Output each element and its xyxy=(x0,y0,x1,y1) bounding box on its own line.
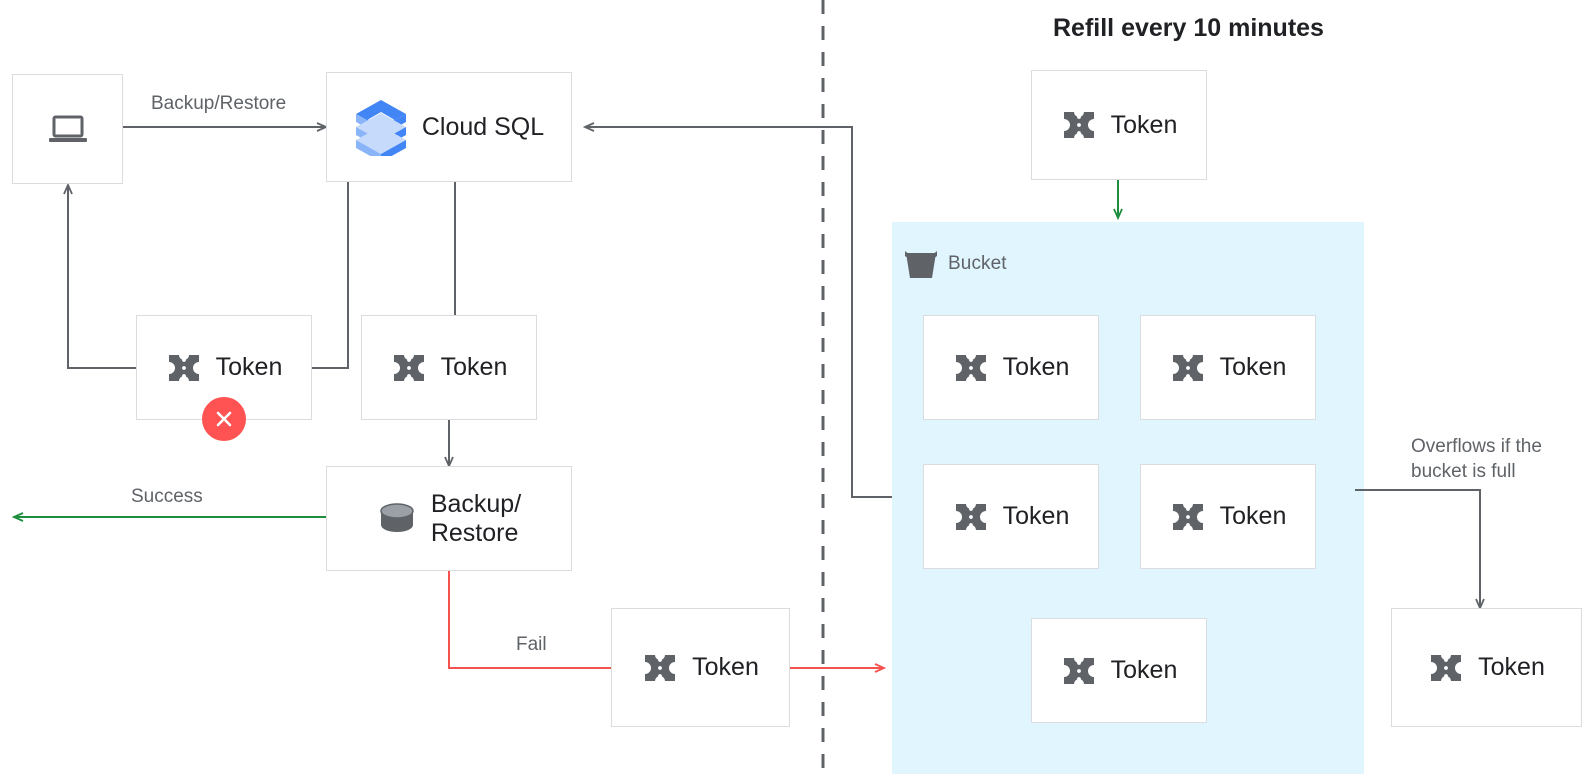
token-icon xyxy=(642,652,678,684)
node-token-failed[interactable]: Token xyxy=(611,608,790,727)
bucket-label: Bucket xyxy=(948,253,1007,274)
node-token-refill[interactable]: Token xyxy=(1031,70,1207,180)
token-icon xyxy=(953,352,989,384)
bucket-token-3[interactable]: Token xyxy=(923,464,1099,569)
node-client[interactable] xyxy=(12,74,123,184)
token-icon xyxy=(1061,655,1097,687)
error-x-icon xyxy=(202,397,246,441)
bucket-header: Bucket xyxy=(903,248,1007,280)
node-token-overflow-label: Token xyxy=(1478,653,1545,682)
node-backup-restore-label: Backup/ Restore xyxy=(430,489,522,547)
token-icon xyxy=(391,352,427,384)
node-cloud-sql[interactable]: Cloud SQL xyxy=(326,72,572,182)
node-token-overflow[interactable]: Token xyxy=(1391,608,1582,727)
node-cloud-sql-label: Cloud SQL xyxy=(421,112,545,141)
bucket-token-5-label: Token xyxy=(1110,656,1178,685)
token-icon xyxy=(953,501,989,533)
node-token-rejected-label: Token xyxy=(215,353,283,382)
database-icon xyxy=(377,502,417,536)
edge-label-fail: Fail xyxy=(516,634,547,655)
node-token-refill-label: Token xyxy=(1110,110,1178,139)
diagram-title: Refill every 10 minutes xyxy=(1053,14,1324,42)
node-token-consumed[interactable]: Token xyxy=(361,315,537,420)
edge-label-overflow: Overflows if the bucket is full xyxy=(1411,436,1542,482)
node-token-consumed-label: Token xyxy=(440,353,508,382)
bucket-token-1-label: Token xyxy=(1002,353,1070,382)
token-icon xyxy=(1170,352,1206,384)
node-token-failed-label: Token xyxy=(692,653,759,682)
edge-label-backup-restore: Backup/Restore xyxy=(151,93,287,114)
node-backup-restore[interactable]: Backup/ Restore xyxy=(326,466,572,571)
bucket-token-2[interactable]: Token xyxy=(1140,315,1316,420)
bucket-token-4[interactable]: Token xyxy=(1140,464,1316,569)
token-icon xyxy=(166,352,202,384)
bucket-token-1[interactable]: Token xyxy=(923,315,1099,420)
edge-label-success: Success xyxy=(131,486,203,507)
bucket-icon xyxy=(903,248,939,280)
token-icon xyxy=(1170,501,1206,533)
laptop-icon xyxy=(48,113,88,145)
bucket-token-5[interactable]: Token xyxy=(1031,618,1207,723)
bucket-token-2-label: Token xyxy=(1219,353,1287,382)
cloud-sql-icon xyxy=(354,98,408,162)
token-icon xyxy=(1428,652,1464,684)
token-icon xyxy=(1061,109,1097,141)
bucket-token-4-label: Token xyxy=(1219,502,1287,531)
bucket-token-3-label: Token xyxy=(1002,502,1070,531)
